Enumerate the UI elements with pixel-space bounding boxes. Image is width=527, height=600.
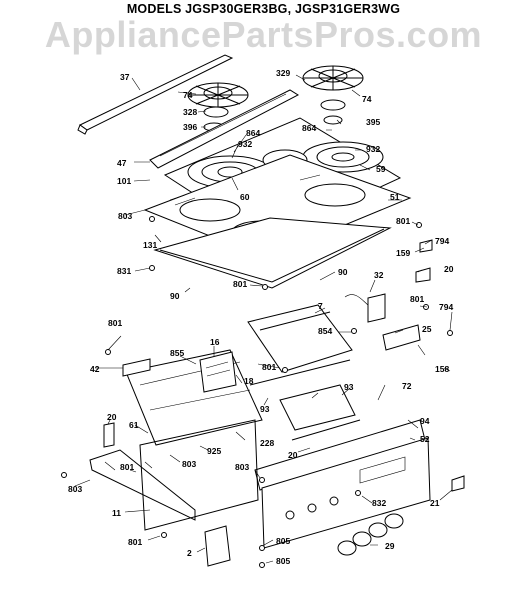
callout-label: 801 <box>233 279 247 289</box>
part-control-panel <box>254 419 431 549</box>
callout-label: 805 <box>276 556 290 566</box>
callout-label: 94 <box>420 416 430 426</box>
callout-label: 864 <box>302 123 316 133</box>
callout-label: 801 <box>108 318 122 328</box>
part-grate-right <box>302 65 364 125</box>
part-manifold <box>247 304 353 373</box>
callout-label: 228 <box>260 438 274 448</box>
callout-label: 932 <box>366 144 380 154</box>
callout-label: 801 <box>410 294 424 304</box>
callout-label: 20 <box>288 450 298 460</box>
callout-label: 854 <box>318 326 332 336</box>
callout-label: 72 <box>402 381 412 391</box>
part-base-pan <box>139 419 259 531</box>
callout-label: 61 <box>129 420 139 430</box>
callout-label: 93 <box>260 404 270 414</box>
callout-label: 51 <box>390 192 400 202</box>
part-side-bracket <box>103 422 115 448</box>
callout-label: 801 <box>396 216 410 226</box>
callout-label: 37 <box>120 72 130 82</box>
callout-label: 329 <box>276 68 290 78</box>
part-bracket-right <box>415 239 433 283</box>
callout-label: 801 <box>128 537 142 547</box>
screws-lower <box>61 349 361 568</box>
callout-label: 47 <box>117 158 127 168</box>
callout-label: 25 <box>422 324 432 334</box>
callout-label: 805 <box>276 536 290 546</box>
callout-label: 855 <box>170 348 184 358</box>
callout-label: 328 <box>183 107 197 117</box>
leader-lines <box>74 74 453 564</box>
part-trim-strip <box>77 54 234 135</box>
part-rear-rail <box>149 89 300 169</box>
callout-label: 864 <box>246 128 260 138</box>
callout-label: 803 <box>235 462 249 472</box>
callout-label: 32 <box>374 270 384 280</box>
callout-label: 158 <box>435 364 449 374</box>
callout-label: 74 <box>183 90 193 100</box>
callout-label: 101 <box>117 176 131 186</box>
part-gas-pipes <box>249 359 361 441</box>
part-leg <box>204 525 231 567</box>
callout-label: 60 <box>240 192 250 202</box>
callout-label: 803 <box>182 459 196 469</box>
callout-label: 831 <box>117 266 131 276</box>
watermark: AppliancePartsPros.com <box>44 14 483 55</box>
part-control-module <box>199 351 237 393</box>
callout-label: 11 <box>112 508 121 518</box>
callout-label: 803 <box>68 484 82 494</box>
part-clip <box>451 475 465 492</box>
callout-label: 20 <box>107 412 117 422</box>
callout-label: 925 <box>207 446 221 456</box>
callout-label: 29 <box>385 541 395 551</box>
callout-label: 90 <box>338 267 348 277</box>
callout-label: 131 <box>143 240 157 250</box>
callout-label: 794 <box>439 302 453 312</box>
callout-labels: 37 74 329 74 328 396 864 864 395 932 932… <box>68 68 454 566</box>
part-bracket-42 <box>122 358 151 377</box>
callout-label: 396 <box>183 122 197 132</box>
callout-label: 21 <box>430 498 440 508</box>
model-title: MODELS JGSP30GER3BG, JGSP31GER3WG <box>126 2 401 16</box>
part-cooktop-frame <box>153 217 392 289</box>
callout-label: 42 <box>90 364 100 374</box>
part-bracket-25 <box>382 324 421 351</box>
callout-label: 803 <box>118 211 132 221</box>
part-grate-left <box>187 82 249 132</box>
callout-label: 18 <box>244 376 254 386</box>
callout-label: 59 <box>376 164 386 174</box>
callout-label: 52 <box>420 434 430 444</box>
callout-label: 20 <box>444 264 454 274</box>
callout-label: 90 <box>170 291 180 301</box>
callout-label: 395 <box>366 117 380 127</box>
callout-label: 801 <box>120 462 134 472</box>
callout-label: 932 <box>238 139 252 149</box>
callout-label: 7 <box>318 301 323 311</box>
callout-label: 93 <box>344 382 354 392</box>
callout-label: 794 <box>435 236 449 246</box>
callout-label: 74 <box>362 94 372 104</box>
callout-label: 2 <box>187 548 192 558</box>
part-spark-module <box>344 293 386 323</box>
part-knobs <box>337 513 404 556</box>
callout-label: 16 <box>210 337 220 347</box>
callout-label: 801 <box>262 362 276 372</box>
callout-label: 159 <box>396 248 410 258</box>
callout-label: 832 <box>372 498 386 508</box>
